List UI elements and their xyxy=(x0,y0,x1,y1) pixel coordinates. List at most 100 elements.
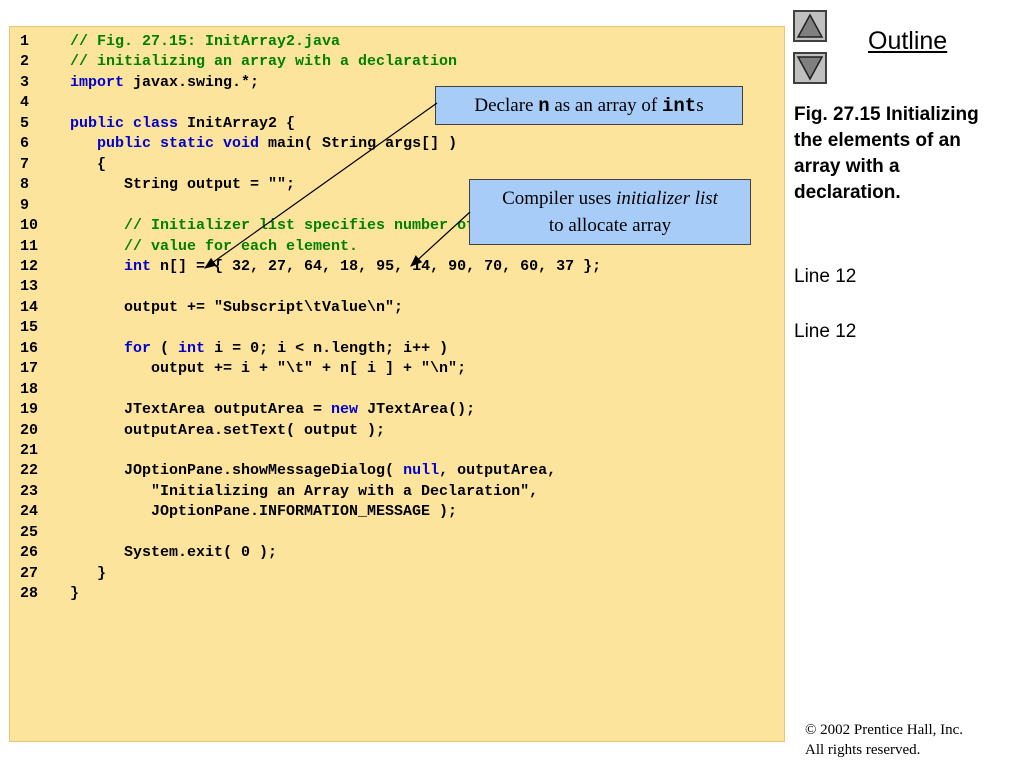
code-token xyxy=(70,258,124,275)
line-number: 1 xyxy=(20,33,30,50)
line-number: 16 xyxy=(20,339,39,357)
line-number: 4 xyxy=(20,94,30,112)
code-token: ( xyxy=(151,339,179,357)
code-token: String output = ""; xyxy=(70,176,296,194)
code-text: output += "Subscript\tValue\n"; xyxy=(70,298,403,318)
code-token: } xyxy=(70,585,80,603)
code-token xyxy=(70,340,124,357)
code-text: { xyxy=(70,155,106,175)
line-number: 26 xyxy=(20,544,39,562)
code-keyword: null xyxy=(403,462,440,480)
line-ref-1: Line 12 xyxy=(794,266,857,287)
callout-compiler-post: to allocate array xyxy=(548,215,672,236)
line-number: 10 xyxy=(20,217,39,235)
line-number: 17 xyxy=(20,360,39,378)
line-number: 28 xyxy=(20,585,39,603)
callout-compiler: Compiler uses initializer list to alloca… xyxy=(469,179,751,245)
code-keyword: for xyxy=(124,339,152,357)
code-token: JOptionPane.INFORMATION_MESSAGE ); xyxy=(70,503,458,521)
code-keyword: int xyxy=(124,257,152,275)
code-comment: // value for each element. xyxy=(70,237,359,255)
code-keyword: public class xyxy=(70,114,179,132)
code-panel: 1 // Fig. 27.15: InitArray2.java 2 // initi… xyxy=(9,26,785,742)
up-arrow-icon xyxy=(796,13,824,38)
code-text: JOptionPane.INFORMATION_MESSAGE ); xyxy=(70,502,457,522)
line-number: 21 xyxy=(20,442,39,459)
line-number: 5 xyxy=(20,114,30,132)
code-keyword: import xyxy=(70,73,125,91)
code-token: InitArray2 { xyxy=(178,114,296,132)
code-text: JTextArea outputArea = new JTextArea(); xyxy=(70,400,475,420)
callout-compiler-em: initializer list xyxy=(616,188,718,209)
code-keyword: new xyxy=(331,401,359,419)
line-number: 7 xyxy=(20,155,30,173)
line-number: 18 xyxy=(20,380,39,398)
rights-line: All rights reserved. xyxy=(805,742,921,758)
code-text: int n[] = { 32, 27, 64, 18, 95, 14, 90, … xyxy=(70,257,601,277)
callout-declare: Declare n as an array of ints xyxy=(435,86,743,125)
line-number: 20 xyxy=(20,421,39,439)
code-token xyxy=(70,135,97,152)
code-token: "Initializing an Array with a Declaratio… xyxy=(70,482,539,500)
code-text: } xyxy=(70,584,79,604)
code-text: String output = ""; xyxy=(70,175,295,195)
line-number: 25 xyxy=(20,523,39,541)
code-token: output += "Subscript\tValue\n"; xyxy=(70,298,404,316)
code-text: output += i + "\t" + n[ i ] + "\n"; xyxy=(70,359,466,379)
line-number: 11 xyxy=(20,237,39,255)
code-token: i = 0; i < n.length; i++ ) xyxy=(205,339,449,357)
code-token: , outputArea, xyxy=(439,462,557,480)
copyright-line: © 2002 Prentice Hall, Inc. xyxy=(805,722,964,738)
outline-link[interactable]: Outline xyxy=(868,27,948,55)
code-text: JOptionPane.showMessageDialog( null, out… xyxy=(70,461,556,481)
line-number: 27 xyxy=(20,564,39,582)
line-number: 9 xyxy=(20,196,30,214)
line-number: 13 xyxy=(20,278,39,296)
down-arrow-icon xyxy=(796,56,824,81)
line-number: 2 xyxy=(20,53,30,71)
nav-down-button[interactable] xyxy=(793,52,827,84)
code-token: output += i + "\t" + n[ i ] + "\n"; xyxy=(70,360,467,378)
code-token: { xyxy=(70,155,107,173)
figure-title: Fig. 27.15 Initializing the elements of … xyxy=(794,104,979,203)
callout-declare-post: s xyxy=(696,95,704,116)
code-token: javax.swing.*; xyxy=(124,73,260,91)
code-token: n[] = { 32, 27, 64, 18, 95, 14, 90, 70, … xyxy=(151,257,602,275)
line-number: 15 xyxy=(20,319,39,337)
code-token: JOptionPane.showMessageDialog( xyxy=(70,462,404,480)
code-text: for ( int i = 0; i < n.length; i++ ) xyxy=(70,339,448,359)
line-number: 24 xyxy=(20,503,39,521)
code-token: } xyxy=(70,564,107,582)
code-token: outputArea.setText( output ); xyxy=(70,421,386,439)
line-number: 14 xyxy=(20,298,39,316)
line-number: 22 xyxy=(20,462,39,480)
line-number: 3 xyxy=(20,73,30,91)
code-comment: // initializing an array with a declarat… xyxy=(70,53,458,71)
code-token: main( String args[] ) xyxy=(259,135,458,153)
code-text: public static void main( String args[] ) xyxy=(70,134,457,154)
line-number: 8 xyxy=(20,176,30,194)
code-text: // initializing an array with a declarat… xyxy=(70,52,457,72)
callout-declare-code2: int xyxy=(661,95,697,117)
code-text: public class InitArray2 { xyxy=(70,114,295,134)
code-text: // value for each element. xyxy=(70,237,358,257)
callout-compiler-pre: Compiler uses xyxy=(502,188,617,209)
code-comment: // Fig. 27.15: InitArray2.java xyxy=(70,33,341,50)
code-text: outputArea.setText( output ); xyxy=(70,421,385,441)
code-text: // Fig. 27.15: InitArray2.java xyxy=(70,32,340,52)
line-number: 19 xyxy=(20,401,39,419)
line-ref-2: Line 12 xyxy=(794,321,857,342)
line-number: 6 xyxy=(20,135,30,153)
code-token: JTextArea(); xyxy=(358,401,476,419)
nav-up-button[interactable] xyxy=(793,10,827,42)
code-text: System.exit( 0 ); xyxy=(70,543,277,563)
line-number: 12 xyxy=(20,257,39,275)
copyright-notice: © 2002 Prentice Hall, Inc. All rights re… xyxy=(805,720,963,760)
code-token: JTextArea outputArea = xyxy=(70,401,332,419)
callout-declare-code1: n xyxy=(538,95,550,117)
code-text: "Initializing an Array with a Declaratio… xyxy=(70,482,538,502)
code-text: import javax.swing.*; xyxy=(70,73,259,93)
callout-declare-pre: Declare xyxy=(474,95,539,116)
code-keyword: public static void xyxy=(97,135,260,153)
callout-declare-mid: as an array of xyxy=(549,95,662,116)
